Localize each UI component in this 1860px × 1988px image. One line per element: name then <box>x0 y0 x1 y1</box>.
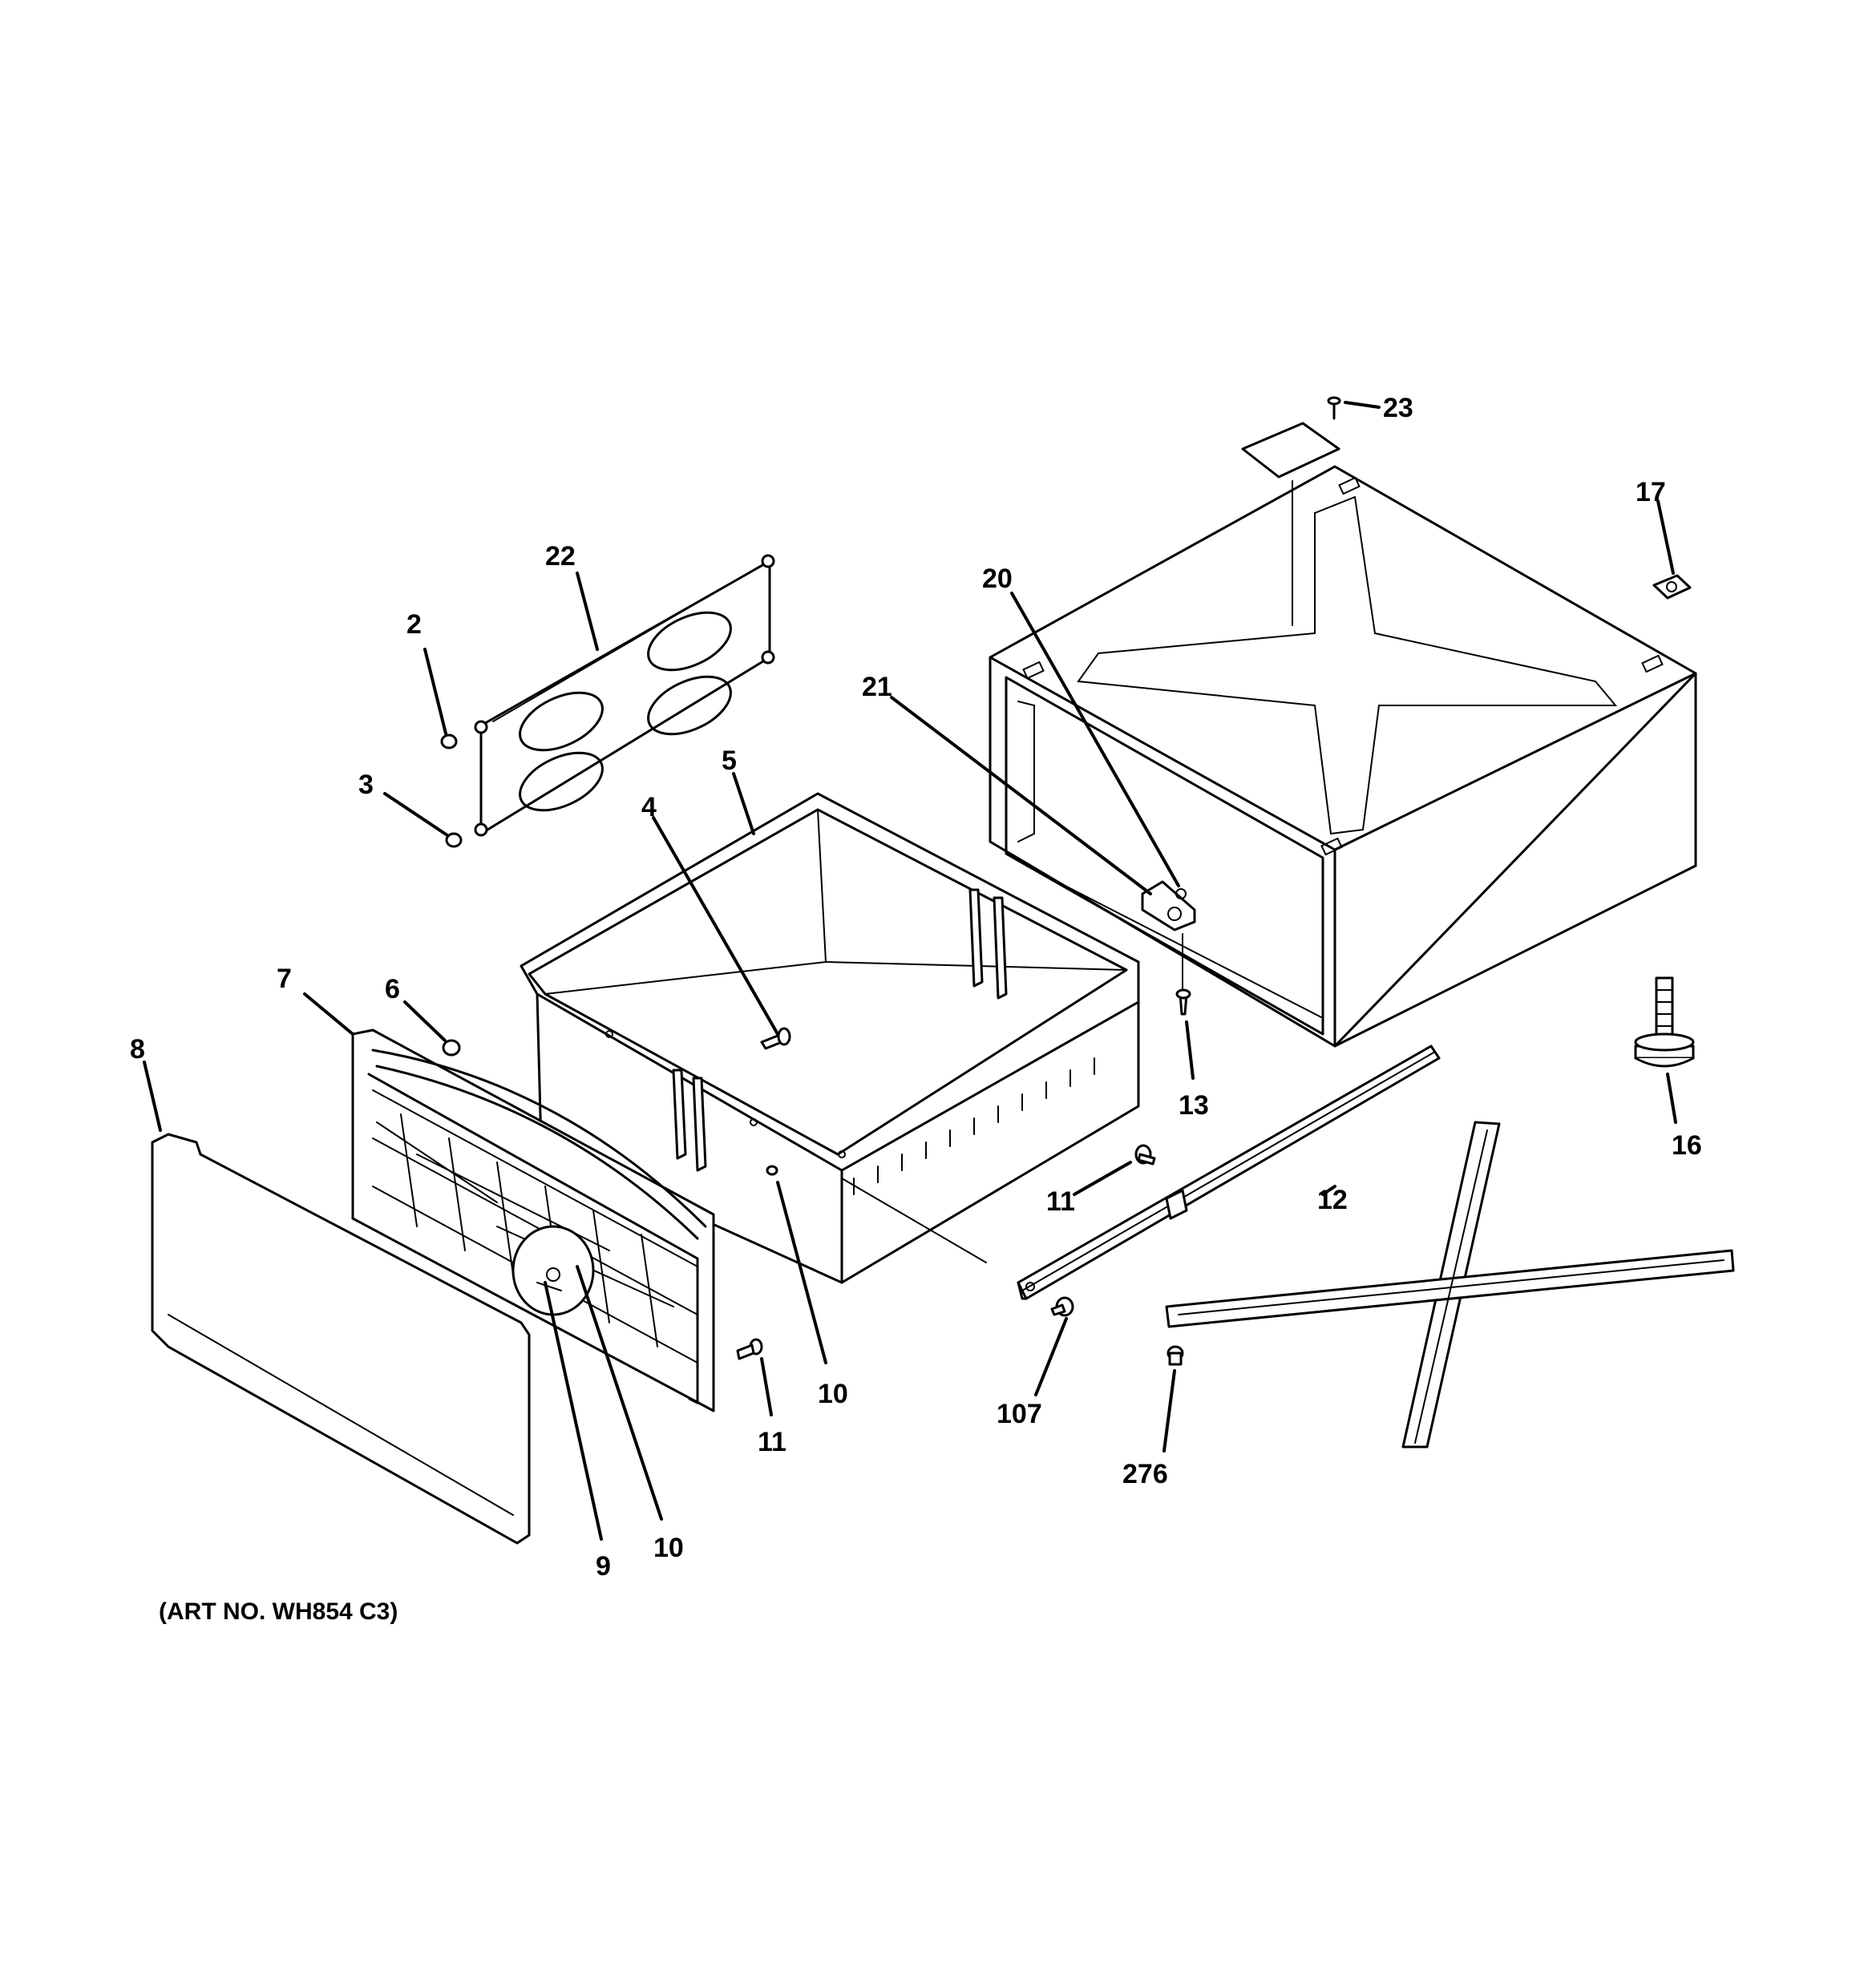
screw-13 <box>1175 988 1191 1016</box>
drawer-front-8 <box>151 1133 531 1545</box>
callout-107: 107 <box>997 1399 1042 1429</box>
callout-11-frame: 11 <box>758 1427 786 1457</box>
screw-107 <box>1050 1296 1074 1317</box>
callout-11-rail: 11 <box>1046 1186 1075 1217</box>
screw-276 <box>1167 1345 1184 1366</box>
leader-lines <box>143 401 1677 1541</box>
callout-3: 3 <box>358 770 374 800</box>
callout-13: 13 <box>1179 1090 1209 1121</box>
back-panel-22 <box>474 554 775 837</box>
callout-5: 5 <box>722 746 737 776</box>
callout-276: 276 <box>1122 1459 1168 1489</box>
callout-7: 7 <box>277 964 292 994</box>
cross-brace <box>1165 1121 1735 1449</box>
callout-8: 8 <box>130 1034 145 1065</box>
drawer-frame-7 <box>351 1028 715 1412</box>
callout-6: 6 <box>385 974 400 1004</box>
callout-4: 4 <box>641 792 657 822</box>
callout-12: 12 <box>1317 1185 1348 1215</box>
drawer-bin-5 <box>520 792 1140 1284</box>
callout-16: 16 <box>1672 1130 1702 1161</box>
bumper-6 <box>442 1039 461 1057</box>
leveling-leg-16 <box>1634 976 1695 1068</box>
callout-17: 17 <box>1636 477 1666 507</box>
callout-21: 21 <box>862 672 892 702</box>
nut-2 <box>440 733 458 750</box>
art-number-caption: (ART NO. WH854 C3) <box>159 1598 398 1625</box>
callout-23: 23 <box>1383 393 1413 423</box>
screw-11-frame <box>736 1338 763 1360</box>
callout-20: 20 <box>982 564 1013 594</box>
callout-2: 2 <box>406 609 422 640</box>
screw-11-rail <box>1134 1144 1156 1166</box>
callout-10-bin: 10 <box>818 1379 848 1409</box>
slide-rail-12 <box>1017 1045 1441 1300</box>
callout-10-frame: 10 <box>653 1533 684 1563</box>
callout-labels: 23 17 20 21 22 2 3 5 4 6 7 8 13 16 11 12… <box>130 393 1702 1582</box>
glide-17 <box>1652 574 1692 600</box>
screw-10-bin <box>766 1165 778 1176</box>
pedestal-cabinet <box>989 422 1697 1048</box>
screw-23 <box>1327 396 1341 420</box>
callout-9: 9 <box>596 1551 611 1582</box>
nut-3 <box>445 832 463 848</box>
callout-22: 22 <box>545 541 576 572</box>
screw-4 <box>760 1027 791 1050</box>
